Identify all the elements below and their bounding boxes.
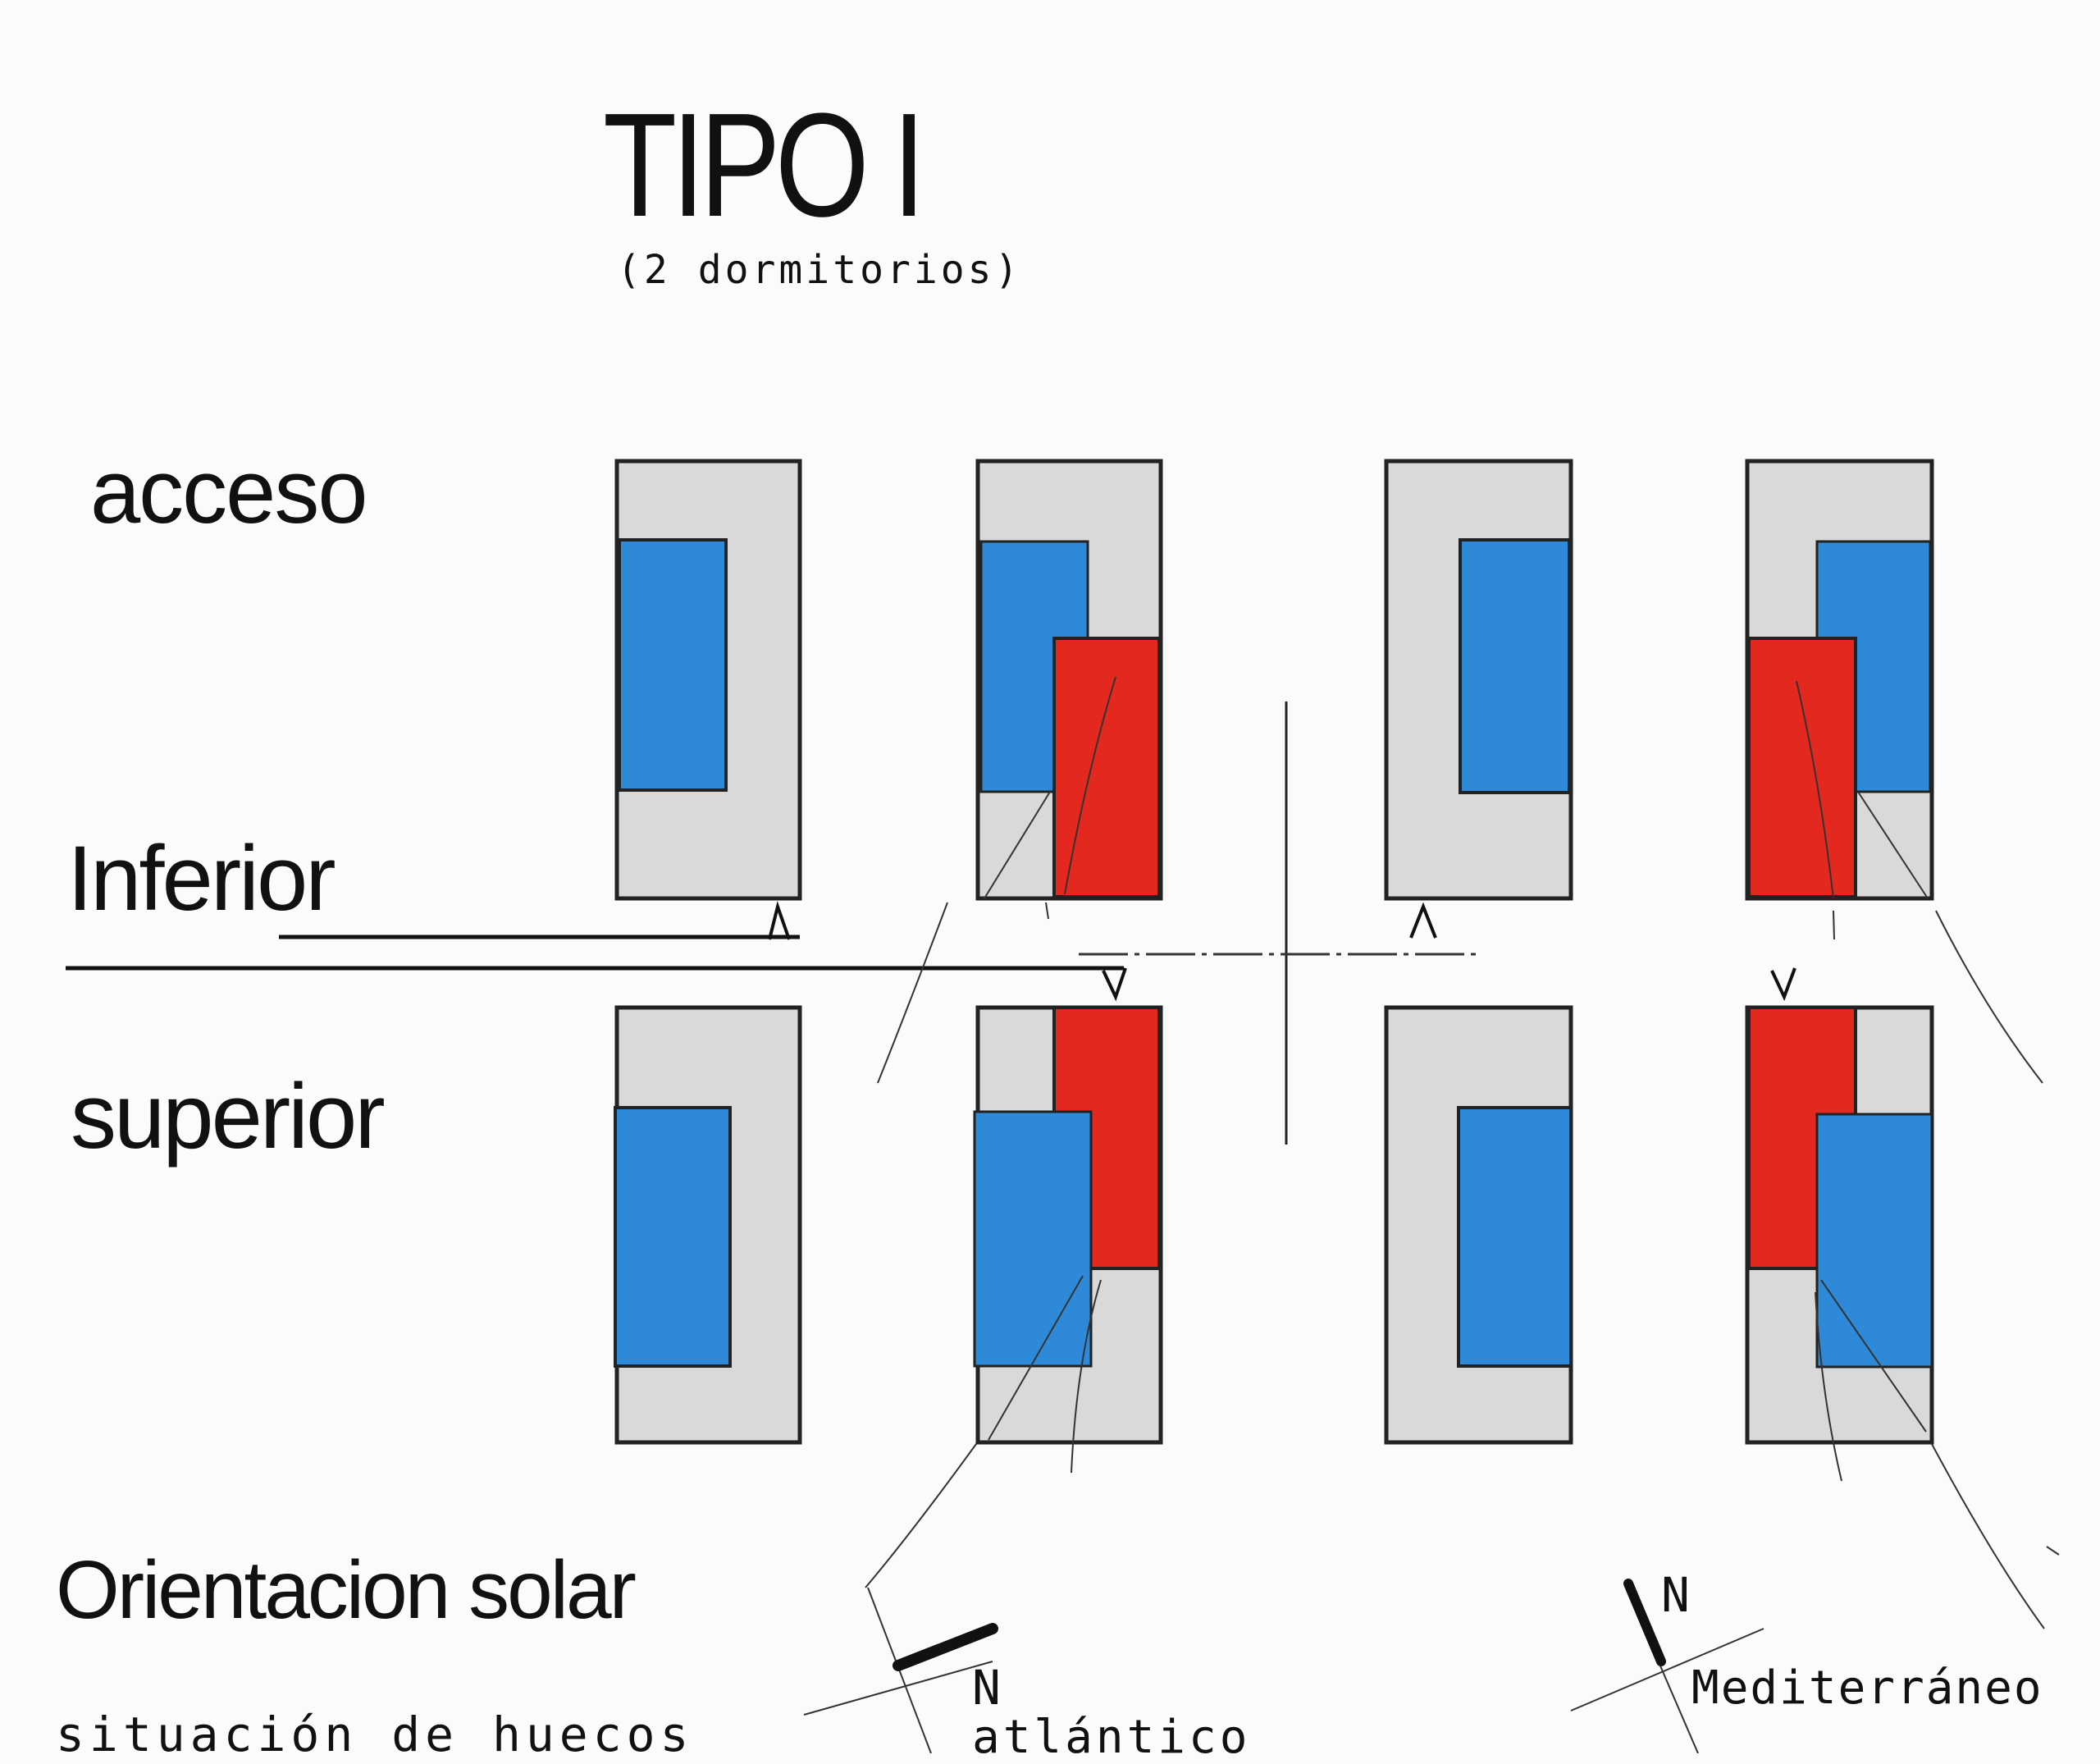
situation-label: situación de huecos — [56, 1707, 694, 1762]
unit-top-1 — [614, 459, 802, 901]
blue-volume — [1459, 538, 1571, 794]
access-arrow-3 — [1409, 902, 1437, 939]
diagram-subtitle: (2 dormitorios) — [617, 247, 1022, 293]
blue-volume — [618, 538, 728, 792]
atlantic-label: atlántico — [972, 1711, 1251, 1764]
north-label-left: N — [972, 1660, 1001, 1716]
compass-left-axis-2 — [803, 1661, 993, 1716]
blue-volume — [614, 1106, 732, 1368]
row-label-acceso: acceso — [90, 441, 368, 542]
red-volume — [1747, 637, 1857, 898]
blue-volume — [973, 1110, 1093, 1368]
row-label-inferior: Inferior — [67, 827, 336, 930]
unit-top-4 — [1745, 459, 1934, 901]
access-arrow-4 — [1770, 967, 1796, 1002]
north-needle-right — [1623, 1579, 1666, 1666]
red-volume — [1052, 637, 1161, 898]
compass-left — [803, 1587, 998, 1754]
row-label-superior: superior — [71, 1065, 386, 1168]
unit-bottom-3 — [1384, 1005, 1573, 1445]
diagram-title: TIPO I — [603, 83, 926, 248]
sketch-lines — [865, 676, 2060, 1629]
north-needle-left — [892, 1623, 998, 1671]
compass-right-axis-2 — [1570, 1628, 1764, 1711]
unit-bottom-1 — [614, 1005, 802, 1445]
unit-top-3 — [1384, 459, 1573, 901]
blue-volume — [1815, 1113, 1933, 1369]
access-arrow-1 — [768, 901, 791, 940]
access-arrow-2 — [1102, 967, 1127, 1002]
north-label-right: N — [1661, 1567, 1690, 1623]
orientation-label: Orientacion solar — [56, 1544, 637, 1636]
unit-bottom-2 — [973, 1005, 1163, 1445]
mediterranean-label: Mediterráneo — [1691, 1661, 2043, 1715]
compass-right — [1570, 1579, 1764, 1754]
unit-top-2 — [975, 459, 1163, 901]
blue-volume — [1457, 1106, 1573, 1368]
unit-bottom-4 — [1745, 1005, 1934, 1445]
